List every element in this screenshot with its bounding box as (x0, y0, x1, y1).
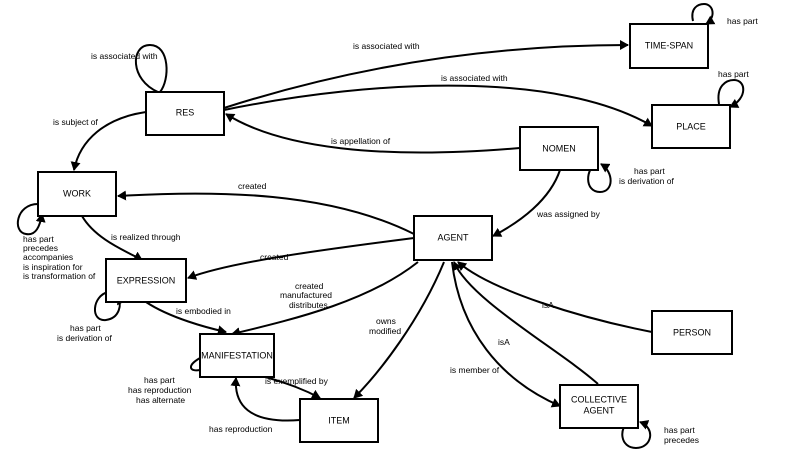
node-person: PERSON (651, 310, 733, 355)
node-work-label: WORK (63, 188, 91, 198)
node-time-span: TIME-SPAN (629, 23, 709, 69)
label-work-self-3: accompanies (23, 252, 73, 262)
label-collective-self-1: has part (664, 425, 695, 435)
node-manifestation-label: MANIFESTATION (201, 350, 273, 360)
edge-res-self-loop (135, 43, 168, 93)
node-nomen: NOMEN (519, 126, 599, 171)
node-item-label: ITEM (328, 415, 350, 425)
label-expression-self-1: has part (70, 323, 101, 333)
label-work-self-2: precedes (23, 243, 58, 253)
edges (17, 2, 745, 450)
node-collective-agent-label-line1: COLLECTIVE (571, 394, 627, 404)
node-time-span-label: TIME-SPAN (645, 40, 693, 50)
edge-timespan-self-loop (691, 2, 716, 25)
node-collective-agent-label-line2: AGENT (583, 405, 615, 415)
label-manifestation-self-1: has part (144, 375, 175, 385)
edge-collective-self-loop (621, 419, 651, 450)
edge-agent-manifestation (231, 261, 419, 338)
node-person-label: PERSON (673, 327, 711, 337)
node-agent: AGENT (413, 215, 493, 261)
edge-nomen-agent (492, 169, 561, 237)
label-agent-item-2: modified (369, 326, 401, 336)
edge-work-expression (81, 215, 143, 261)
edge-item-manifestation (230, 377, 301, 422)
label-collective-agent-isa: isA (498, 337, 510, 347)
edge-collective-agent-isa (452, 261, 599, 385)
node-collective-agent: COLLECTIVE AGENT (559, 384, 639, 429)
edge-agent-work (117, 190, 415, 235)
edge-expression-manifestation (145, 301, 227, 336)
label-agent-manifestation-3: distributes (289, 300, 328, 310)
label-work-self-1: has part (23, 234, 54, 244)
label-collective-self-2: precedes (664, 435, 699, 445)
label-res-timespan: is associated with (353, 41, 420, 51)
edge-res-timespan (223, 40, 629, 109)
node-res: RES (145, 91, 225, 136)
node-nomen-label: NOMEN (542, 143, 576, 153)
node-place: PLACE (651, 104, 731, 149)
node-res-label: RES (176, 107, 195, 117)
label-res-work: is subject of (53, 117, 99, 127)
edge-nomen-res (225, 113, 521, 154)
edge-labels: is associated with is associated with is… (23, 16, 758, 445)
label-work-self-4: is inspiration for (23, 262, 83, 272)
nodes: RES TIME-SPAN PLACE NOMEN WORK AGENT EXP… (37, 23, 733, 443)
label-res-place: is associated with (441, 73, 508, 83)
label-agent-manifestation-1: created (295, 281, 324, 291)
edge-person-agent (457, 261, 653, 333)
label-agent-manifestation-2: manufactured (280, 290, 332, 300)
node-manifestation: MANIFESTATION (199, 333, 275, 378)
label-nomen-self-2: is derivation of (619, 176, 674, 186)
label-item-manifestation: has reproduction (209, 424, 273, 434)
node-item: ITEM (299, 398, 379, 443)
label-place-self: has part (718, 69, 749, 79)
label-nomen-res: is appellation of (331, 136, 391, 146)
edge-agent-collective (451, 261, 561, 408)
label-expression-manifestation: is embodied in (176, 306, 231, 316)
label-agent-item-1: owns (376, 316, 396, 326)
label-agent-expression: created (260, 252, 289, 262)
label-work-expression: is realized through (111, 232, 181, 242)
node-agent-label: AGENT (437, 232, 469, 242)
label-work-self-5: is transformation of (23, 271, 96, 281)
label-res-self: is associated with (91, 51, 158, 61)
label-agent-collective: is member of (450, 365, 500, 375)
edge-res-place (223, 84, 653, 127)
edge-expression-self-loop (94, 291, 127, 322)
edge-agent-item (353, 261, 445, 399)
label-manifestation-item: is exemplified by (265, 376, 329, 386)
label-manifestation-self-3: has alternate (136, 395, 185, 405)
node-work: WORK (37, 171, 117, 217)
label-agent-work: created (238, 181, 267, 191)
edge-res-work (70, 111, 147, 171)
label-nomen-agent: was assigned by (536, 209, 601, 219)
label-manifestation-self-2: has reproduction (128, 385, 192, 395)
node-place-label: PLACE (676, 121, 706, 131)
edge-work-self-loop (17, 203, 46, 236)
label-person-agent: isA (542, 300, 554, 310)
node-expression: EXPRESSION (105, 258, 187, 303)
label-nomen-self-1: has part (634, 166, 665, 176)
node-expression-label: EXPRESSION (117, 275, 176, 285)
edge-agent-expression (187, 237, 415, 280)
label-timespan-self: has part (727, 16, 758, 26)
label-expression-self-2: is derivation of (57, 333, 112, 343)
edge-place-self-loop (717, 78, 745, 108)
